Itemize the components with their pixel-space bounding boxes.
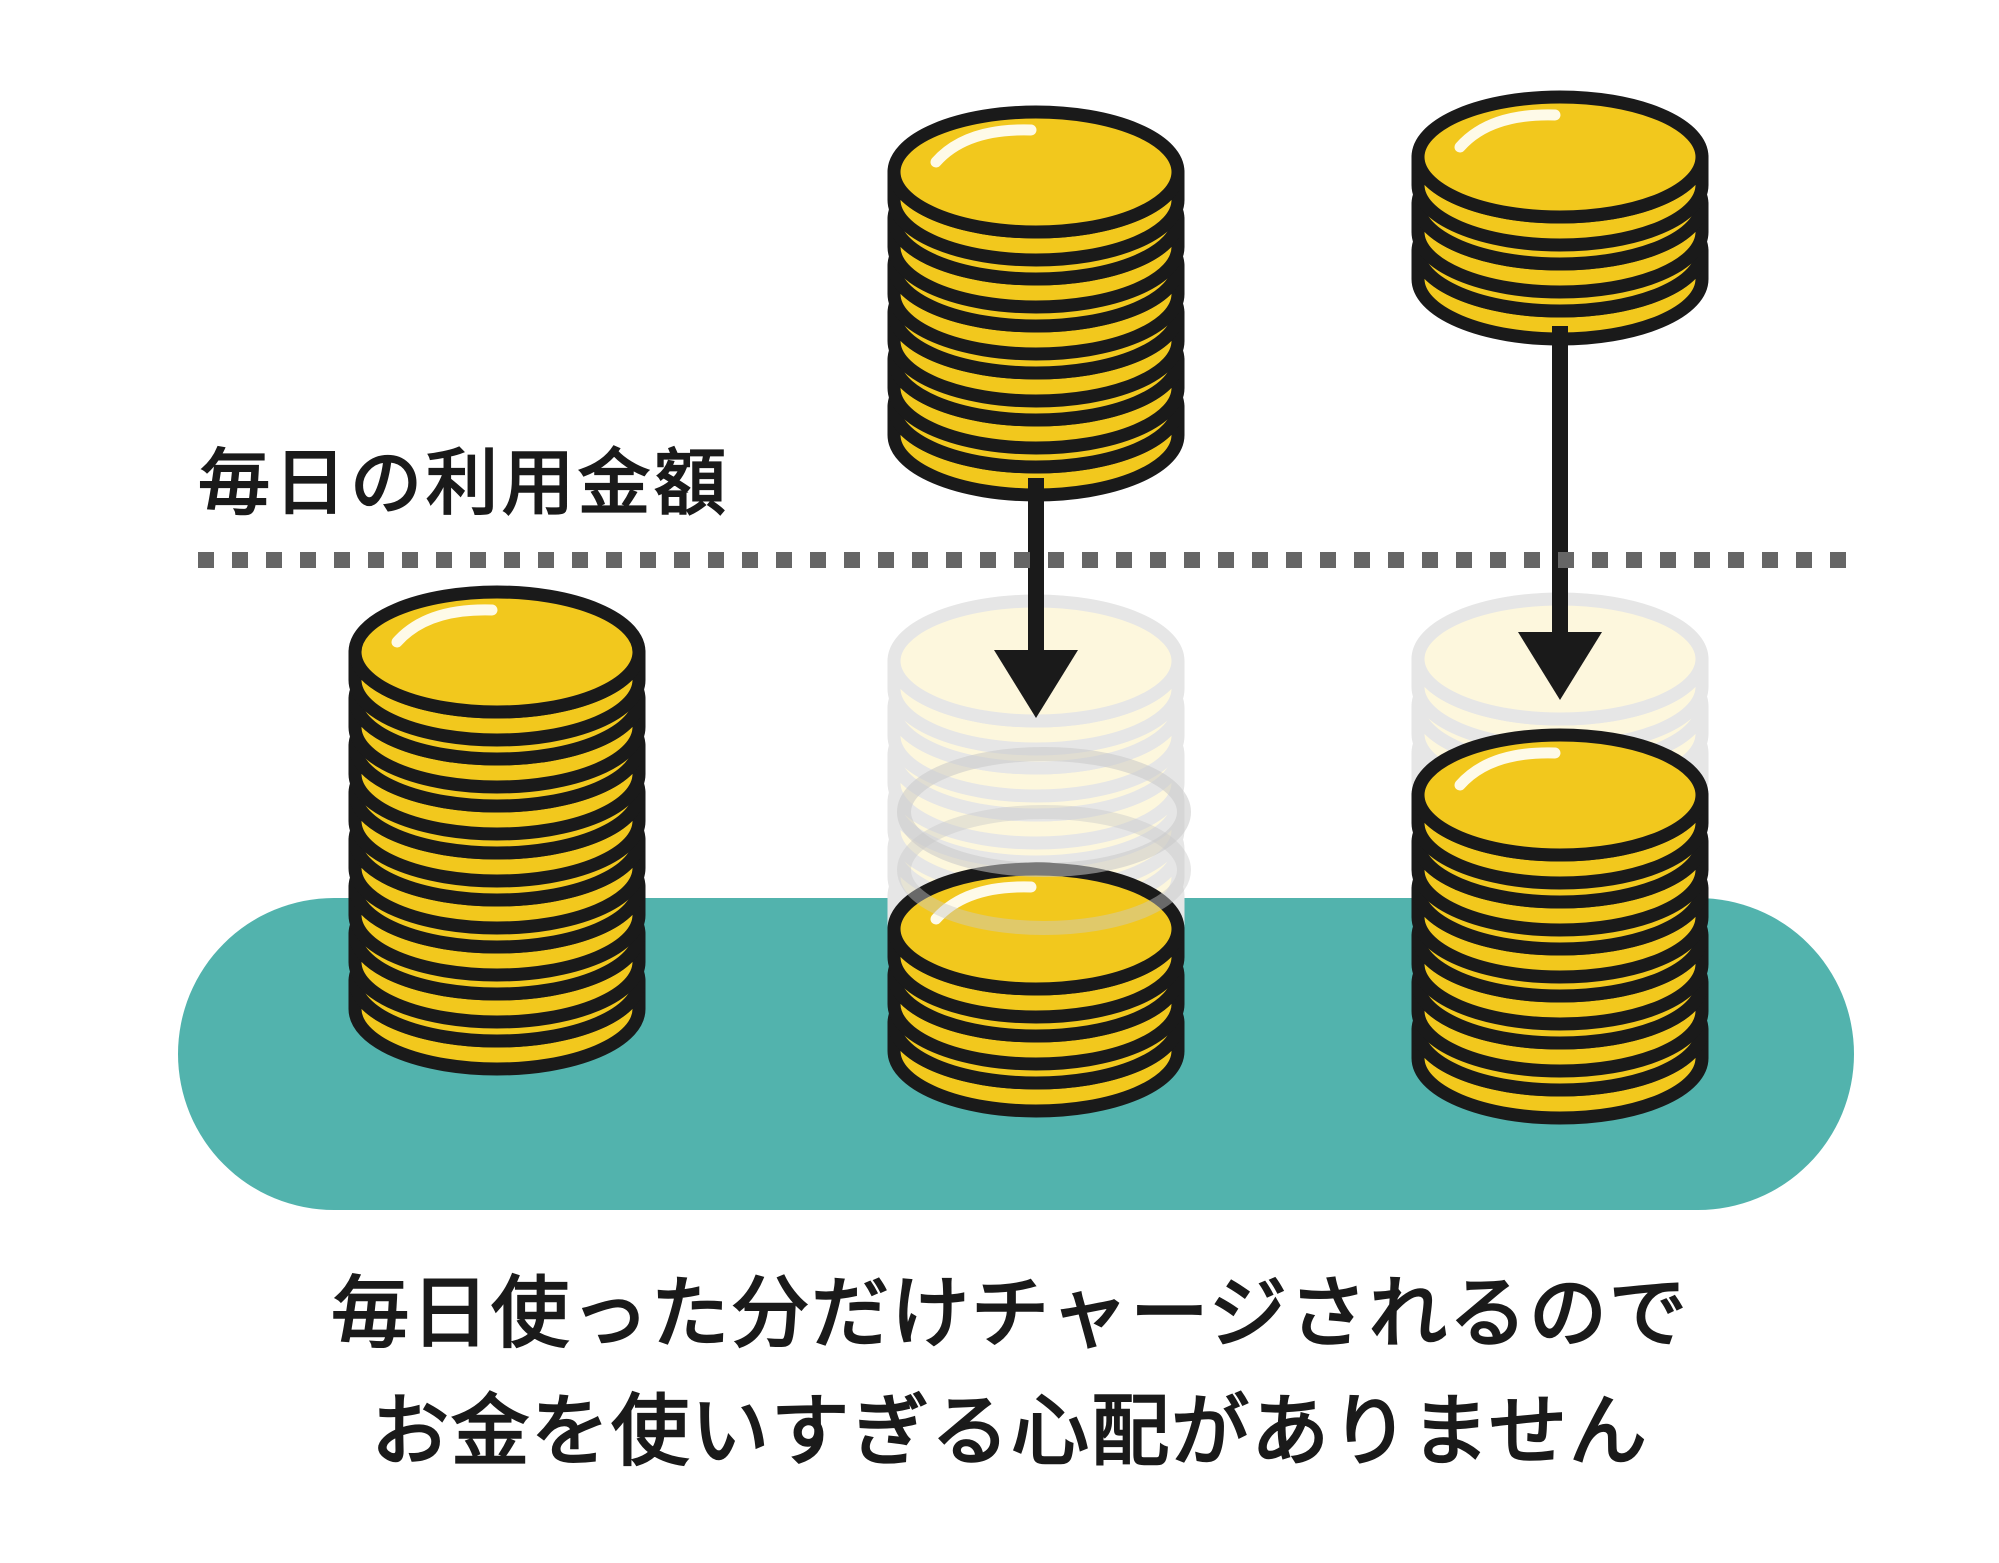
coin-icon [348, 585, 646, 747]
threshold-label: 毎日の利用金額 [198, 441, 730, 525]
down-arrow-icon [994, 478, 1078, 718]
caption-line-1: 毎日使った分だけチャージされるので [331, 1269, 1689, 1359]
coin-icon [887, 862, 1185, 1024]
coin-icon [887, 105, 1185, 267]
coin-icon [1411, 728, 1709, 890]
coin-icon [1411, 90, 1709, 252]
ghost-overlay [897, 747, 1191, 935]
down-arrow-icon [1518, 326, 1602, 700]
caption-line-2: お金を使いすぎる心配がありません [371, 1387, 1649, 1477]
threshold-line [198, 552, 1846, 568]
